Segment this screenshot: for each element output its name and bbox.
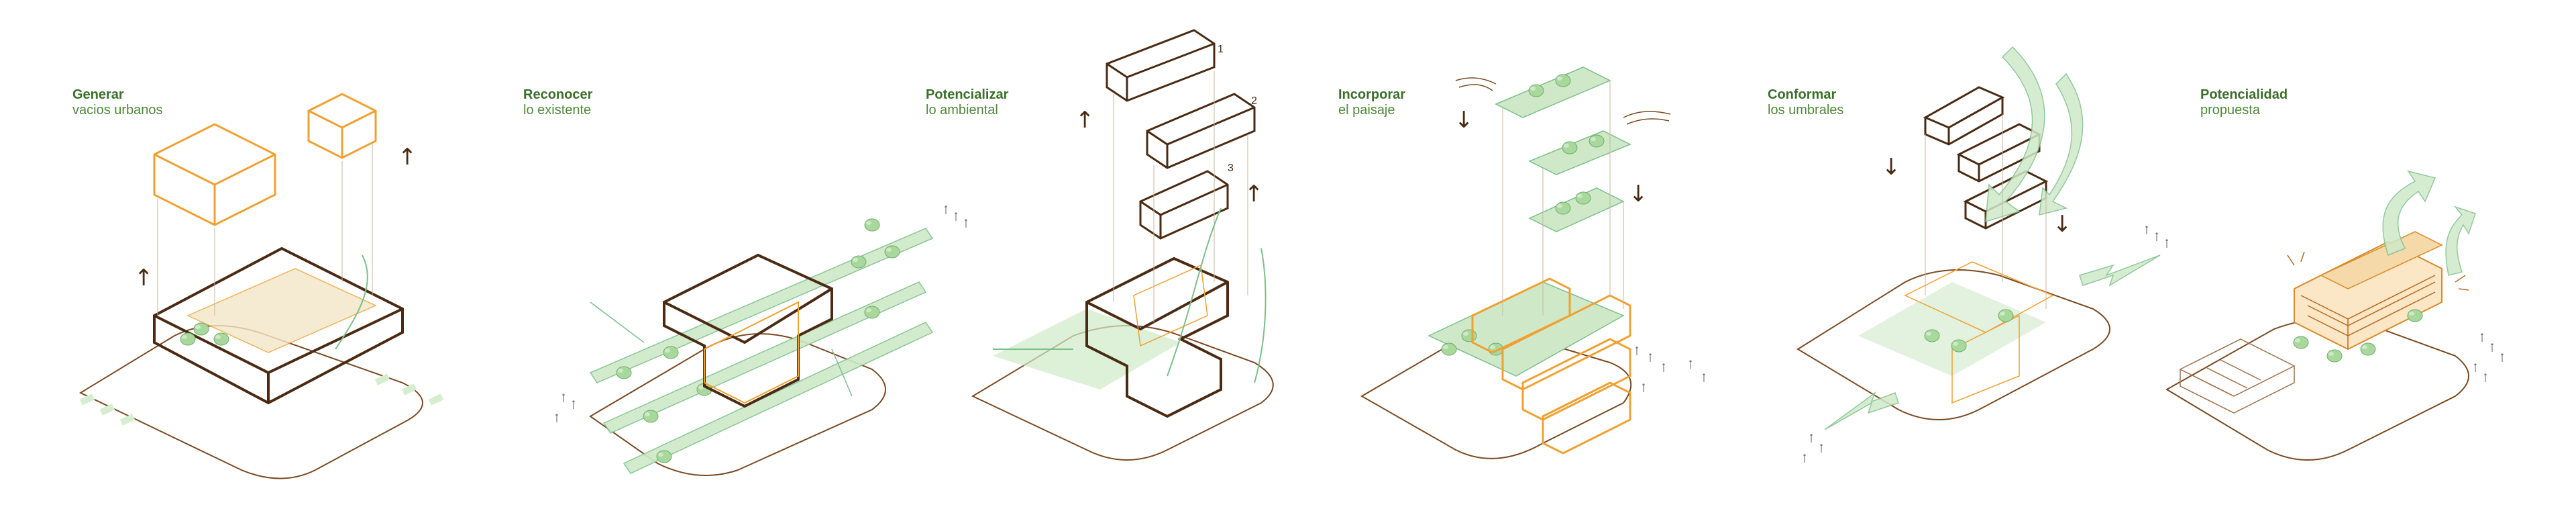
panel-caption: Potencialidad propuesta xyxy=(2200,87,2288,118)
panel-incorporar: Incorporar el paisaje xyxy=(1288,0,1717,511)
stacked-volumes xyxy=(1106,29,1256,240)
panel-caption: Generar vacios urbanos xyxy=(72,87,163,118)
panel-generar: Generar vacios urbanos xyxy=(0,0,429,511)
panel-title: Potencialidad xyxy=(2200,87,2288,102)
volume-number-1: 1 xyxy=(1218,44,1224,55)
volume-number-3: 3 xyxy=(1228,162,1234,174)
panel-title: Conformar xyxy=(1768,87,1837,102)
arrow-down-5a: ↓ xyxy=(1882,154,1901,181)
panel-subtitle: lo ambiental xyxy=(926,103,998,118)
panel-title: Incorporar xyxy=(1338,87,1406,102)
panel-subtitle: los umbrales xyxy=(1768,103,1844,118)
panel-potencializar: Potencializar lo ambiental xyxy=(859,0,1288,511)
green-band xyxy=(79,373,444,426)
panel-6-drawing xyxy=(2165,170,2504,461)
panel-conformar: Conformar los umbrales xyxy=(1717,0,2147,511)
panel-4-drawing xyxy=(1360,66,1706,459)
panel-title: Potencializar xyxy=(926,87,1009,102)
arrow-up-1b: ↑ xyxy=(398,144,417,171)
panel-3-drawing xyxy=(971,29,1274,461)
volume-number-2: 2 xyxy=(1251,95,1257,107)
rising-arrow xyxy=(2382,170,2476,276)
panel-subtitle: propuesta xyxy=(2200,103,2260,118)
arrow-down-4b: ↓ xyxy=(1629,181,1648,207)
arrow-down-5b: ↓ xyxy=(2053,211,2072,238)
orange-volume xyxy=(153,93,377,226)
landscape-plane xyxy=(1495,66,1631,232)
panel-5-drawing xyxy=(1796,46,2169,463)
hand-icon xyxy=(1455,77,1497,91)
panel-caption: Conformar los umbrales xyxy=(1768,87,1843,118)
arrow-up-3b: ↑ xyxy=(1244,181,1264,207)
panel-subtitle: lo existente xyxy=(523,103,592,118)
panel-1-drawing xyxy=(78,93,444,479)
panel-caption: Reconocer lo existente xyxy=(523,87,592,118)
panel-potencialidad: Potencialidad propuesta xyxy=(2147,0,2576,511)
existing-building xyxy=(2179,338,2296,414)
panel-2-drawing xyxy=(555,205,968,476)
arrow-up-1a: ↑ xyxy=(134,265,154,291)
panel-title: Reconocer xyxy=(523,87,593,102)
panel-title: Generar xyxy=(72,87,124,102)
panel-caption: Potencializar lo ambiental xyxy=(926,87,1008,118)
panel-subtitle: el paisaje xyxy=(1338,103,1395,118)
hand-icon xyxy=(1623,111,1671,125)
panel-caption: Incorporar el paisaje xyxy=(1338,87,1405,118)
threshold-arrow xyxy=(1824,46,2161,430)
panel-subtitle: vacios urbanos xyxy=(72,103,163,118)
panel-reconocer: Reconocer lo existente xyxy=(429,0,859,511)
arrow-down-4a: ↓ xyxy=(1454,107,1474,134)
arrow-up-3a: ↑ xyxy=(1075,107,1095,134)
